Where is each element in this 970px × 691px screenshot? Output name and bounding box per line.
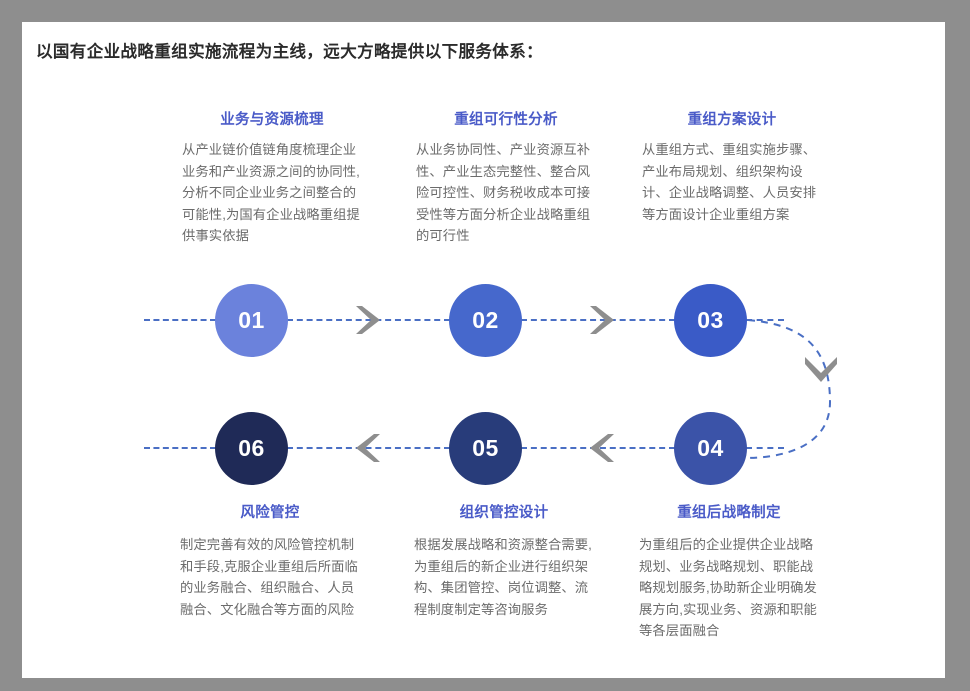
arrow-right-icon <box>586 303 618 337</box>
step-circle-03[interactable]: 03 <box>674 284 747 357</box>
step-title-03: 重组方案设计 <box>687 112 777 128</box>
step-circle-02[interactable]: 02 <box>449 284 522 357</box>
connector-dash-02-03 <box>521 319 675 321</box>
step-card-01: 业务与资源梳理 从产业链价值链角度梳理企业业务和产业资源之间的协同性,分析不同企… <box>182 110 362 247</box>
arrow-down-icon <box>802 352 840 392</box>
step-circle-05[interactable]: 05 <box>449 412 522 485</box>
step-title-05: 组织管控设计 <box>459 505 549 521</box>
step-card-04: 重组后战略制定 为重组后的企业提供企业战略规划、业务战略规划、职能战略规划服务,… <box>639 503 819 642</box>
step-circle-06[interactable]: 06 <box>215 412 288 485</box>
arrow-left-icon <box>586 431 618 465</box>
connector-dash-06-05 <box>287 447 450 449</box>
connector-dash-04-curve <box>746 447 784 449</box>
connector-dash-left <box>144 319 216 321</box>
step-card-05: 组织管控设计 根据发展战略和资源整合需要,为重组后的新企业进行组织架构、集团管控… <box>414 503 594 620</box>
step-body-05: 根据发展战略和资源整合需要,为重组后的新企业进行组织架构、集团管控、岗位调整、流… <box>414 537 592 617</box>
step-body-03: 从重组方式、重组实施步骤、产业布局规划、组织架构设计、企业战略调整、人员安排等方… <box>642 142 817 222</box>
step-body-02: 从业务协同性、产业资源互补性、产业生态完整性、整合风险可控性、财务税收成本可接受… <box>416 142 591 243</box>
flow-row-top: 01 02 03 <box>22 273 945 369</box>
step-circle-01[interactable]: 01 <box>215 284 288 357</box>
page-title: 以国有企业战略重组实施流程为主线，远大方略提供以下服务体系： <box>36 43 543 61</box>
connector-curve-03-04 <box>722 318 832 459</box>
content-panel: 以国有企业战略重组实施流程为主线，远大方略提供以下服务体系： 业务与资源梳理 从… <box>22 22 945 678</box>
arrow-right-icon <box>352 303 384 337</box>
step-card-02: 重组可行性分析 从业务协同性、产业资源互补性、产业生态完整性、整合风险可控性、财… <box>416 110 596 247</box>
step-card-06: 风险管控 制定完善有效的风险管控机制和手段,克服企业重组后所面临的业务融合、组织… <box>180 503 360 620</box>
step-body-01: 从产业链价值链角度梳理企业业务和产业资源之间的协同性,分析不同企业业务之间整合的… <box>182 142 360 243</box>
step-circle-04[interactable]: 04 <box>674 412 747 485</box>
step-title-02: 重组可行性分析 <box>454 112 558 128</box>
step-body-06: 制定完善有效的风险管控机制和手段,克服企业重组后所面临的业务融合、组织融合、人员… <box>180 537 358 617</box>
arrow-left-icon <box>352 431 384 465</box>
step-card-03: 重组方案设计 从重组方式、重组实施步骤、产业布局规划、组织架构设计、企业战略调整… <box>642 110 822 225</box>
connector-dash-03-curve <box>746 319 784 321</box>
connector-dash-01-02 <box>287 319 450 321</box>
step-title-06: 风险管控 <box>240 505 300 521</box>
step-title-01: 业务与资源梳理 <box>220 112 324 128</box>
connector-dash-left <box>144 447 216 449</box>
flow-row-bottom: 06 05 04 <box>22 401 945 497</box>
step-body-04: 为重组后的企业提供企业战略规划、业务战略规划、职能战略规划服务,协助新企业明确发… <box>639 537 817 638</box>
step-title-04: 重组后战略制定 <box>677 505 781 521</box>
